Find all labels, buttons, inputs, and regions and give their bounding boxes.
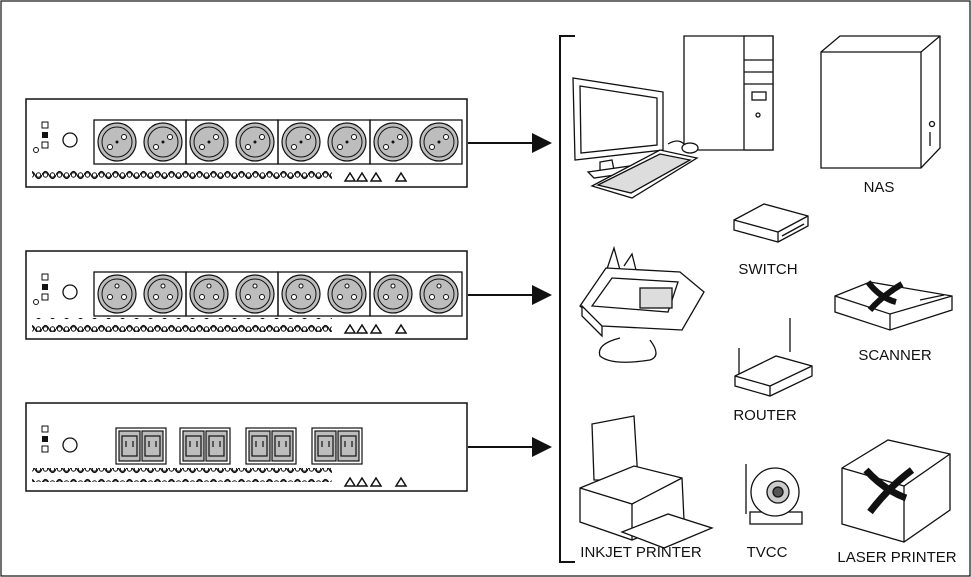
desktop-pc-icon [572,35,774,199]
check-icon [41,121,49,129]
warning-icon [41,445,49,453]
iec-outlet [248,430,271,462]
french-outlet [327,274,367,314]
schuko-outlet [189,122,229,162]
inkjet-printer-icon [579,415,714,549]
square-icon [42,436,48,442]
french-outlet [419,274,459,314]
pdu-status-panel [33,273,78,305]
outlet-group [93,119,463,165]
iec-outlet [271,430,294,462]
nas-icon [820,35,941,169]
warning-icon [41,141,49,149]
square-icon [42,132,48,138]
iec-outlet [314,430,337,462]
schuko-outlet [235,122,275,162]
iec-outlet [205,430,228,462]
french-outlet [97,274,137,314]
power-button [62,284,78,300]
power-button [62,132,78,148]
device-label-laser-printer: LASER PRINTER [837,549,956,566]
iec-outlet [118,430,141,462]
iec-outlet [141,430,164,462]
outlet-group [93,271,463,317]
french-outlet [189,274,229,314]
square-icon [42,284,48,290]
ventilation-grille [32,468,332,482]
tvcc-camera-icon [745,464,803,525]
schuko-outlet [143,122,183,162]
french-outlet [373,274,413,314]
reset-icon [33,299,39,305]
ground-symbols [343,171,408,182]
ventilation-grille [32,166,332,180]
scanner-icon [834,280,953,331]
schuko-outlet [97,122,137,162]
pdu-status-panel [41,425,78,453]
schuko-outlet [281,122,321,162]
french-outlet [281,274,321,314]
device-label-switch: SWITCH [738,261,797,278]
warning-icon [41,293,49,301]
schuko-outlet [419,122,459,162]
device-label-scanner: SCANNER [858,347,932,364]
power-button [62,437,78,453]
iec-outlet [182,430,205,462]
fax-icon [579,245,705,363]
reset-icon [33,147,39,153]
french-outlet [143,274,183,314]
router-icon [734,318,813,397]
device-label-inkjet-printer: INKJET PRINTER [580,544,702,561]
device-label-router: ROUTER [733,407,797,424]
iec-outlet [337,430,360,462]
device-label-tvcc: TVCC [747,544,788,561]
device-label-nas: NAS [864,179,895,196]
ground-symbols [343,323,408,334]
check-icon [41,425,49,433]
pdu-unit-iec [25,402,468,492]
check-icon [41,273,49,281]
ventilation-grille [32,318,332,332]
laser-printer-icon [841,439,951,543]
schuko-outlet [373,122,413,162]
pdu-status-panel [33,121,78,153]
ground-symbols [343,476,408,487]
device-bracket [559,35,575,563]
outlet-group [115,427,363,465]
pdu-unit-french [25,250,468,340]
french-outlet [235,274,275,314]
pdu-unit-schuko [25,98,468,188]
schuko-outlet [327,122,367,162]
switch-icon [733,203,809,243]
